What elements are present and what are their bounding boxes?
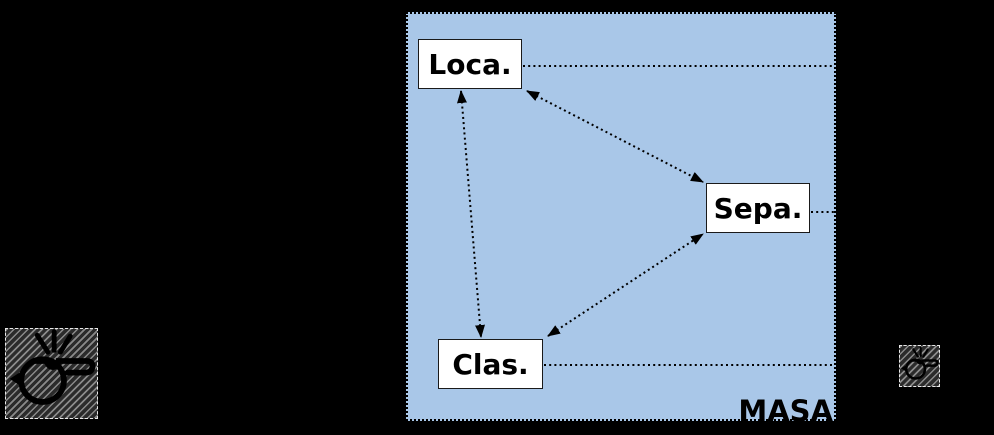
node-localization-label: Loca.: [428, 47, 512, 81]
node-separation: Sepa.: [706, 183, 810, 233]
whistle-icon-large: [5, 328, 98, 419]
node-separation-label: Sepa.: [713, 191, 803, 225]
whistle-glyph: [900, 346, 939, 386]
whistle-glyph: [6, 329, 97, 418]
node-classification: Clas.: [438, 339, 543, 389]
node-classification-label: Clas.: [452, 347, 529, 381]
masa-group-label: MASA: [738, 394, 833, 428]
whistle-icon-small: [899, 345, 940, 387]
node-localization: Loca.: [418, 39, 522, 89]
